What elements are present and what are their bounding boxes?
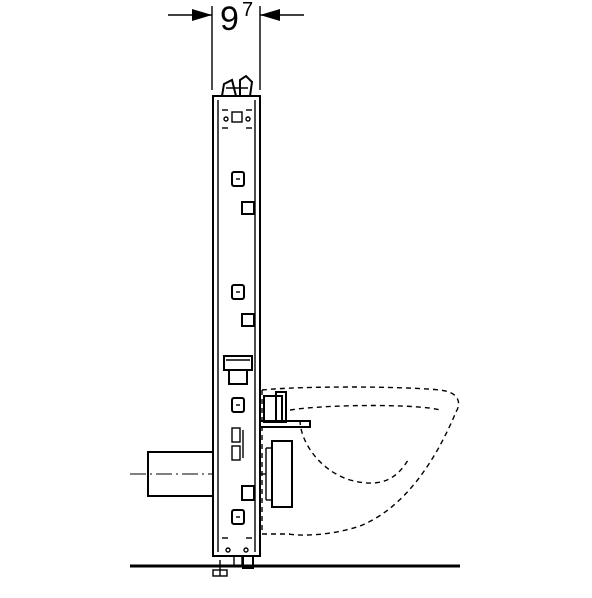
dimension-superscript: 7: [242, 0, 253, 21]
top-anchor-plate: [222, 109, 252, 129]
bracket-3: [241, 485, 255, 501]
adjustment-slot-3: [231, 397, 245, 413]
top-mounting-clips: [221, 74, 254, 97]
drain-connector: [231, 427, 244, 461]
dimension-value: 9: [220, 0, 239, 38]
frame-feet: [212, 555, 254, 577]
drain-pipe: [130, 451, 214, 497]
adjustment-slot-4: [231, 509, 245, 525]
arrow-left-icon: [260, 9, 280, 21]
adjustment-slot-2: [231, 284, 245, 300]
toilet-outline: [261, 386, 460, 536]
flush-pipe-connector: [260, 440, 293, 508]
mounting-bolt: [259, 391, 311, 428]
bottom-anchor-marks: [222, 537, 252, 553]
adjustment-slot-1: [231, 171, 245, 187]
bracket-1: [241, 201, 255, 215]
flush-actuator: [223, 355, 253, 385]
bracket-2: [241, 313, 255, 327]
arrow-right-icon: [192, 9, 212, 21]
width-dimension: 9 7: [168, 0, 304, 90]
